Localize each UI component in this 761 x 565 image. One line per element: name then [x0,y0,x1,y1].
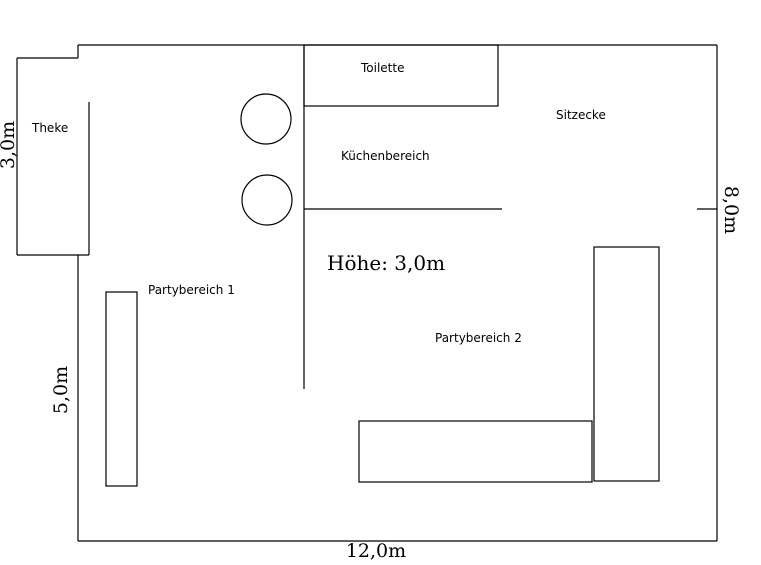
round-table [240,93,292,145]
dimension-right: 8,0m [720,186,742,234]
label-toilette: Toilette [360,61,404,75]
label-sitzecke: Sitzecke [556,108,606,122]
bar-counter [16,57,90,256]
round-table [241,174,293,226]
bench-party-1 [105,291,138,487]
dimension-left-bottom: 5,0m [50,366,72,414]
toilet-room [303,44,499,107]
label-theke: Theke [31,121,68,135]
dimension-bottom: 12,0m [346,540,406,562]
dimension-left-top: 3,0m [0,121,19,169]
label-partybereich-1: Partybereich 1 [148,283,235,297]
bench-bottom-horizontal [358,420,593,483]
height-label: Höhe: 3,0m [327,251,445,275]
label-partybereich-2: Partybereich 2 [435,331,522,345]
bench-right-vertical [593,246,660,482]
label-kuechenbereich: Küchenbereich [341,149,430,163]
